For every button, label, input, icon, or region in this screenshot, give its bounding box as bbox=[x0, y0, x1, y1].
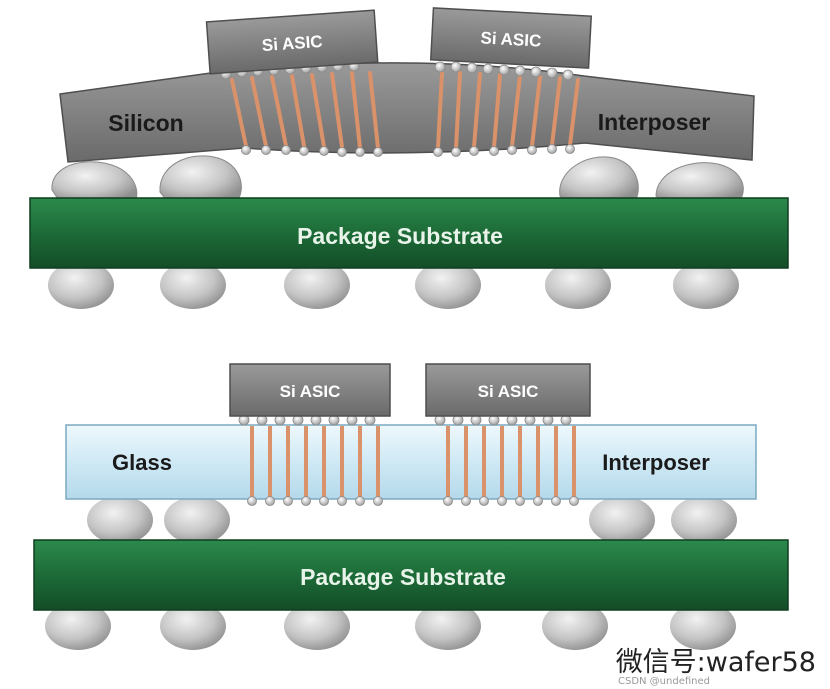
svg-text:Si ASIC: Si ASIC bbox=[478, 382, 539, 401]
tsv bbox=[350, 71, 362, 150]
tsv bbox=[436, 71, 444, 150]
tsv bbox=[270, 75, 288, 148]
c4-bump bbox=[87, 496, 153, 544]
bga-ball bbox=[542, 602, 608, 650]
tsv bbox=[568, 78, 580, 147]
tsv bbox=[492, 73, 502, 149]
top-c4-bumps bbox=[51, 155, 744, 203]
bottom-interposer-label-right: Interposer bbox=[602, 450, 710, 475]
tsv bbox=[550, 76, 562, 147]
tsv bbox=[290, 74, 306, 148]
tsv bbox=[330, 72, 344, 149]
bottom-assembly: Package Substrate bbox=[33, 363, 789, 650]
c4-bump bbox=[589, 496, 655, 544]
tsv bbox=[530, 75, 542, 148]
csdn-watermark: CSDN @undefined bbox=[617, 676, 710, 687]
bga-ball bbox=[45, 602, 111, 650]
bottom-package-substrate bbox=[33, 539, 789, 611]
bga-ball bbox=[415, 602, 481, 650]
top-asic-left: Si ASIC bbox=[205, 9, 379, 75]
bga-ball bbox=[160, 602, 226, 650]
bottom-interposer-label-left: Glass bbox=[112, 450, 172, 475]
top-package-substrate bbox=[29, 197, 789, 269]
top-interposer-bottom-pads bbox=[241, 144, 575, 157]
top-substrate-label: Package Substrate bbox=[297, 223, 503, 249]
tsv bbox=[230, 78, 248, 148]
svg-text:Si ASIC: Si ASIC bbox=[280, 382, 341, 401]
c4-bump bbox=[655, 162, 744, 203]
c4-bump bbox=[671, 496, 737, 544]
tsv bbox=[510, 74, 522, 148]
bga-ball bbox=[545, 261, 611, 309]
bottom-interposer-bottom-pads bbox=[247, 496, 579, 506]
tsv bbox=[472, 72, 482, 149]
bottom-bga-balls bbox=[45, 602, 736, 650]
bga-ball bbox=[284, 602, 350, 650]
bottom-glass-interposer bbox=[65, 424, 757, 500]
tsv bbox=[310, 73, 326, 149]
bottom-c4-bumps bbox=[87, 496, 737, 544]
bga-ball bbox=[415, 261, 481, 309]
bottom-tgv-array bbox=[250, 426, 576, 498]
bga-ball bbox=[673, 261, 739, 309]
bga-ball bbox=[48, 261, 114, 309]
c4-bump bbox=[164, 496, 230, 544]
top-asic-right: Si ASIC bbox=[429, 7, 593, 69]
top-assembly: Package Substrate bbox=[29, 7, 789, 309]
c4-bump bbox=[559, 156, 639, 203]
tsv bbox=[250, 76, 268, 148]
c4-bump bbox=[51, 161, 138, 203]
svg-text:Si ASIC: Si ASIC bbox=[480, 28, 542, 50]
bottom-substrate-label: Package Substrate bbox=[300, 564, 506, 590]
wechat-watermark: 微信号:wafer58 bbox=[615, 647, 816, 678]
tsv bbox=[368, 71, 380, 150]
bga-ball bbox=[670, 602, 736, 650]
svg-text:Si ASIC: Si ASIC bbox=[261, 32, 323, 55]
top-interposer-label-right: Interposer bbox=[598, 109, 711, 135]
bottom-asic-left: Si ASIC bbox=[229, 363, 391, 417]
bga-ball bbox=[284, 261, 350, 309]
c4-bump bbox=[159, 155, 242, 203]
top-interposer-label-left: Silicon bbox=[108, 110, 183, 136]
bottom-asic-right: Si ASIC bbox=[425, 363, 591, 417]
top-bga-balls bbox=[48, 261, 739, 309]
top-tsv-array bbox=[230, 71, 580, 150]
bga-ball bbox=[160, 261, 226, 309]
tsv bbox=[454, 71, 462, 150]
